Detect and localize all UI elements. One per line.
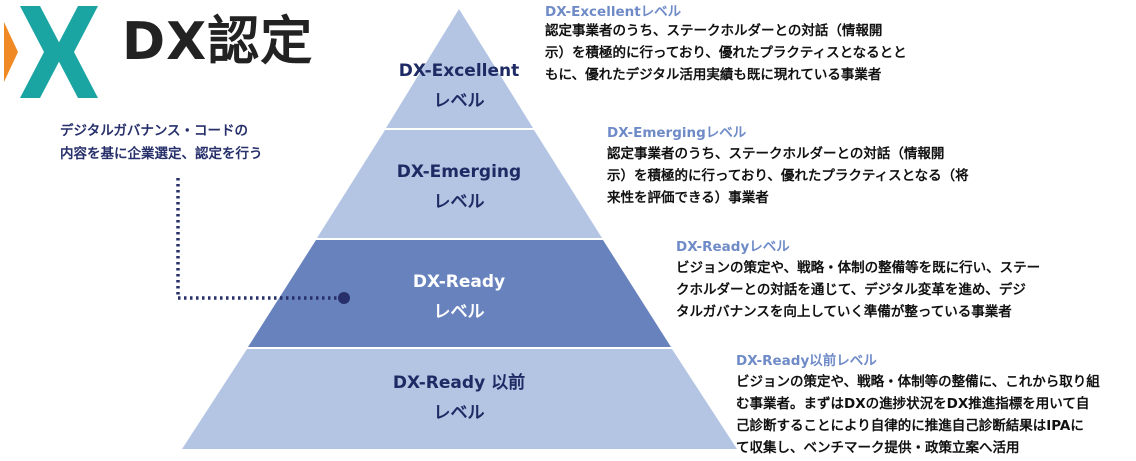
- level-name: DX-Ready 以前: [392, 373, 526, 393]
- level-label-dx-emerging: DX-Emerging レベル: [359, 157, 559, 217]
- desc-line: 示）を積極的に行っており、優れたプラクティスとなるとと: [545, 45, 907, 61]
- note-connector-dot: [338, 292, 350, 304]
- level-name: DX-Emerging: [396, 162, 522, 182]
- desc-line: 来性を評価できる）事業者: [607, 190, 769, 206]
- desc-line: クホルダーとの対話を通じて、デジタル変革を進め、デジ: [676, 282, 1026, 298]
- pyramid-tier-dx-ready: [248, 240, 671, 347]
- desc-line: て収集し、ベンチマーク提供・政策立案へ活用: [736, 440, 1020, 456]
- note-line: デジタルガバナンス・コードの: [60, 123, 249, 139]
- desc-line: 示）を積極的に行っており、優れたプラクティスとなる（将: [607, 168, 969, 184]
- desc-title-dx-emerging: DX-Emergingレベル: [607, 125, 747, 141]
- desc-body-dx-emerging: 認定事業者のうち、ステークホルダーとの対話（情報開 示）を積極的に行っており、優…: [607, 143, 969, 209]
- desc-title-dx-excellent: DX-Excellentレベル: [545, 4, 682, 20]
- level-label-dx-ready: DX-Ready レベル: [359, 267, 559, 327]
- desc-line: もに、優れたデジタル活用実績も既に現れている事業者: [545, 67, 882, 83]
- pyramid-tier-dx-excellent: [386, 9, 533, 128]
- level-label-dx-excellent: DX-Excellent レベル: [379, 56, 539, 116]
- desc-body-dx-ready-before: ビジョンの策定や、戦略・体制等の整備に、これから取り組 む事業者。まずはDXの進…: [736, 371, 1100, 459]
- note-connector-line: [176, 178, 340, 300]
- desc-body-dx-ready: ビジョンの策定や、戦略・体制の整備等を既に行い、ステー クホルダーとの対話を通じ…: [676, 257, 1040, 323]
- level-sub: レベル: [433, 91, 485, 111]
- level-sub: レベル: [433, 302, 485, 322]
- note-line: 内容を基に企業選定、認定を行う: [60, 146, 263, 162]
- selection-note: デジタルガバナンス・コードの 内容を基に企業選定、認定を行う: [60, 120, 263, 166]
- level-sub: レベル: [433, 192, 485, 212]
- desc-line: ビジョンの策定や、戦略・体制等の整備に、これから取り組: [736, 374, 1100, 390]
- level-sub: レベル: [433, 403, 485, 423]
- desc-line: 己診断することにより自律的に推進自己診断結果はIPAに: [736, 418, 1084, 434]
- level-label-dx-ready-before: DX-Ready 以前 レベル: [359, 368, 559, 428]
- desc-line: む事業者。まずはDXの進捗状況をDX推進指標を用いて自: [736, 396, 1090, 412]
- desc-line: ビジョンの策定や、戦略・体制の整備等を既に行い、ステー: [676, 260, 1041, 276]
- desc-body-dx-excellent: 認定事業者のうち、ステークホルダーとの対話（情報開 示）を積極的に行っており、優…: [545, 20, 907, 86]
- pyramid-tier-dx-emerging: [317, 130, 602, 238]
- desc-line: 認定事業者のうち、ステークホルダーとの対話（情報開: [607, 146, 945, 162]
- logo-title: DX認定: [122, 12, 314, 72]
- dx-logo-icon: [4, 6, 98, 98]
- pyramid-tier-dx-ready-before: [182, 349, 737, 449]
- desc-line: タルガバナンスを向上していく準備が整っている事業者: [676, 304, 1012, 320]
- desc-line: 認定事業者のうち、ステークホルダーとの対話（情報開: [545, 23, 883, 39]
- level-name: DX-Excellent: [398, 61, 520, 81]
- desc-title-dx-ready: DX-Readyレベル: [676, 239, 790, 255]
- desc-title-dx-ready-before: DX-Ready以前レベル: [736, 353, 877, 369]
- level-name: DX-Ready: [412, 272, 506, 292]
